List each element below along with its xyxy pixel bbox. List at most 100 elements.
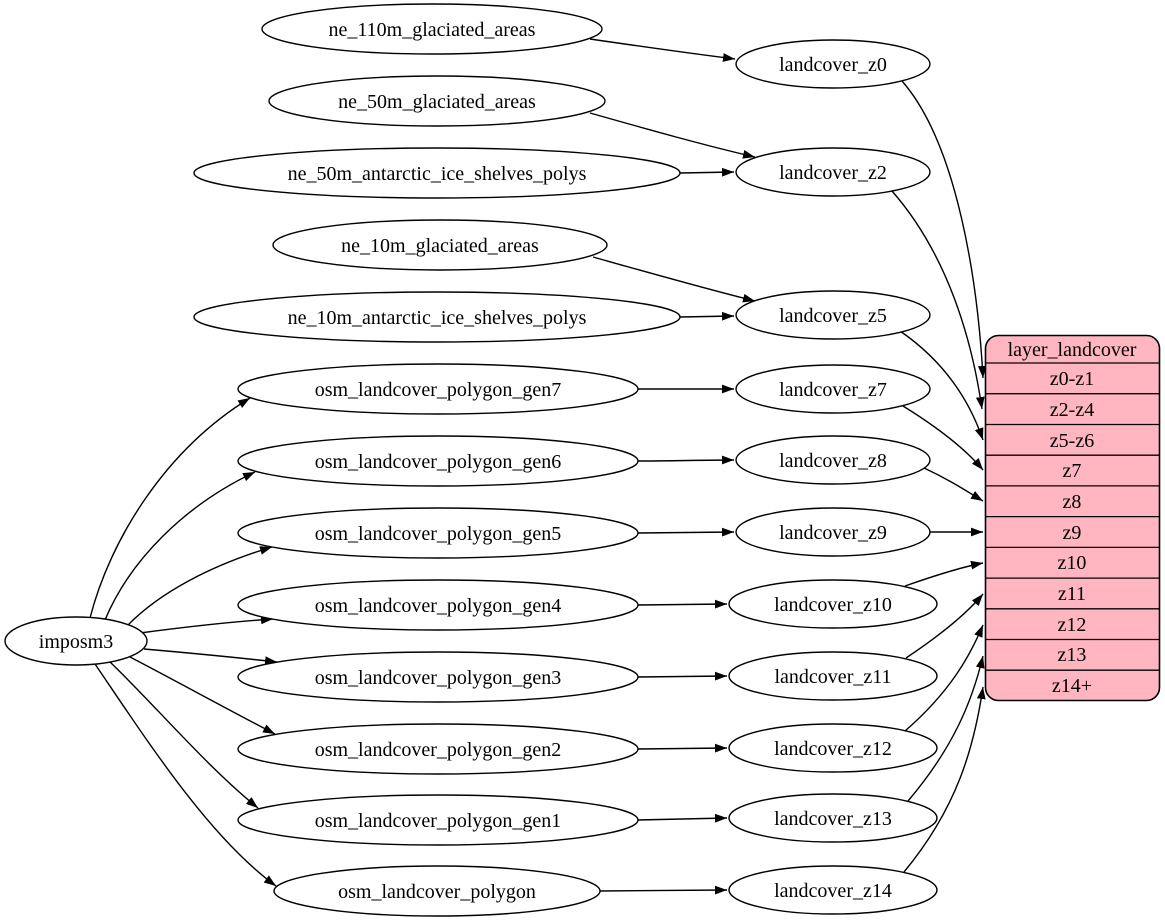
edge-imposm3-gen3	[143, 648, 278, 666]
node-shape	[735, 39, 931, 89]
edge-gen1-z13	[636, 813, 728, 823]
edge-polygon-z14	[599, 885, 728, 895]
node-landcover-z9: landcover_z9	[735, 507, 931, 557]
node-imposm3-shape	[4, 616, 148, 666]
edge-gen6-z8	[637, 455, 735, 465]
node-label: landcover_z10	[774, 594, 892, 616]
node-shape	[273, 865, 601, 917]
node-label: landcover_z9	[779, 522, 887, 544]
edge-ne50mant-z2	[679, 167, 735, 177]
table-row-z7: z7	[1063, 460, 1082, 482]
node-landcover-z13: landcover_z13	[728, 793, 938, 843]
edge-imposm3-gen2	[129, 656, 276, 735]
edge-z12-row-z12	[904, 624, 984, 732]
node-ne-10m-antarctic-ice-shelves-polys: ne_10m_antarctic_ice_shelves_polys	[193, 291, 681, 343]
node-label: landcover_z0	[779, 54, 887, 76]
node-shape	[237, 651, 639, 703]
edge-imposm3-polygon	[94, 663, 277, 887]
node-label: ne_10m_glaciated_areas	[341, 235, 539, 257]
edge-ne10mant-z5	[679, 311, 735, 321]
node-shape	[735, 435, 931, 485]
node-shape	[728, 723, 938, 773]
table-row-z2-z4: z2-z4	[1050, 399, 1094, 421]
edge-ne110m-z0	[589, 38, 736, 62]
node-landcover-z12: landcover_z12	[728, 723, 938, 773]
edge-gen5-z9	[637, 527, 735, 537]
node-shape	[272, 219, 608, 271]
node-ne-50m-antarctic-ice-shelves-polys: ne_50m_antarctic_ice_shelves_polys	[193, 147, 681, 199]
edge-imposm3-gen5	[126, 546, 273, 627]
edge-z10-row-z10	[904, 560, 984, 587]
node-shape	[237, 507, 639, 559]
node-label: landcover_z5	[779, 305, 887, 327]
edge-ne50mglac-z2	[589, 112, 756, 159]
edge-z2-row-z2z4	[891, 190, 985, 410]
node-label: ne_10m_antarctic_ice_shelves_polys	[288, 307, 587, 329]
edge-z13-row-z13	[907, 655, 985, 802]
node-label: osm_landcover_polygon_gen7	[315, 379, 562, 401]
layer-landcover-table: layer_landcover z0-z1 z2-z4 z5-z6 z7 z8 …	[984, 334, 1161, 702]
node-shape	[237, 794, 639, 846]
node-shape	[735, 290, 931, 340]
node-landcover-z2: landcover_z2	[735, 147, 931, 197]
node-landcover-z8: landcover_z8	[735, 435, 931, 485]
node-osm-landcover-polygon-gen5: osm_landcover_polygon_gen5	[237, 507, 639, 559]
edge-imposm3-gen4	[139, 615, 274, 634]
table-row-z11: z11	[1058, 583, 1086, 605]
node-label: osm_landcover_polygon_gen3	[315, 667, 562, 689]
edge-imposm3-gen6	[104, 471, 256, 621]
node-imposm3: imposm3	[4, 616, 148, 666]
node-label: landcover_z13	[774, 808, 892, 830]
node-shape	[735, 507, 931, 557]
node-label: landcover_z2	[779, 162, 887, 184]
edge-z5-row-z5z6	[899, 330, 984, 441]
table-row-z5-z6: z5-z6	[1050, 430, 1094, 452]
edge-gen3-z11	[637, 671, 728, 681]
node-label: ne_50m_antarctic_ice_shelves_polys	[288, 163, 587, 185]
edge-imposm3-gen1	[109, 661, 259, 809]
node-label: osm_landcover_polygon	[338, 881, 536, 903]
table-row-z12: z12	[1058, 614, 1087, 636]
node-shape	[237, 435, 639, 487]
node-label: ne_110m_glaciated_areas	[329, 19, 536, 41]
edge-ne10mglac-z5	[592, 256, 756, 303]
node-shape	[237, 723, 639, 775]
table-row-z9: z9	[1063, 522, 1082, 544]
table-row-z8: z8	[1063, 491, 1082, 513]
node-osm-landcover-polygon-gen1: osm_landcover_polygon_gen1	[237, 794, 639, 846]
node-landcover-z11: landcover_z11	[728, 651, 938, 701]
table-row-z10: z10	[1058, 552, 1087, 574]
node-shape	[728, 579, 938, 629]
node-shape	[735, 147, 931, 197]
table-title: layer_landcover	[1008, 339, 1137, 361]
node-shape	[237, 363, 639, 415]
node-shape	[728, 651, 938, 701]
table-row-z13: z13	[1058, 644, 1087, 666]
node-ne-10m-glaciated-areas: ne_10m_glaciated_areas	[272, 219, 608, 271]
edge-z14-row-z14plus	[903, 686, 986, 873]
node-label: landcover_z12	[774, 738, 892, 760]
node-landcover-z0: landcover_z0	[735, 39, 931, 89]
node-shape	[193, 147, 681, 199]
node-label: landcover_z8	[779, 450, 887, 472]
node-ne-110m-glaciated-areas: ne_110m_glaciated_areas	[261, 3, 603, 55]
node-shape	[728, 865, 938, 915]
node-shape	[735, 364, 931, 414]
edges	[89, 38, 987, 895]
node-label: osm_landcover_polygon_gen5	[315, 523, 562, 545]
node-osm-landcover-polygon-gen3: osm_landcover_polygon_gen3	[237, 651, 639, 703]
node-label: osm_landcover_polygon_gen4	[315, 595, 562, 617]
node-osm-landcover-polygon-gen2: osm_landcover_polygon_gen2	[237, 723, 639, 775]
node-landcover-z5: landcover_z5	[735, 290, 931, 340]
node-osm-landcover-polygon: osm_landcover_polygon	[273, 865, 601, 917]
edge-imposm3-gen7	[89, 397, 251, 619]
node-shape	[268, 75, 606, 127]
node-label: landcover_z7	[779, 379, 887, 401]
edge-z0-row-z0z1	[901, 80, 987, 379]
node-landcover-z14: landcover_z14	[728, 865, 938, 915]
node-landcover-z7: landcover_z7	[735, 364, 931, 414]
node-shape	[728, 793, 938, 843]
node-label: osm_landcover_polygon_gen2	[315, 739, 562, 761]
node-label: landcover_z14	[774, 880, 892, 902]
